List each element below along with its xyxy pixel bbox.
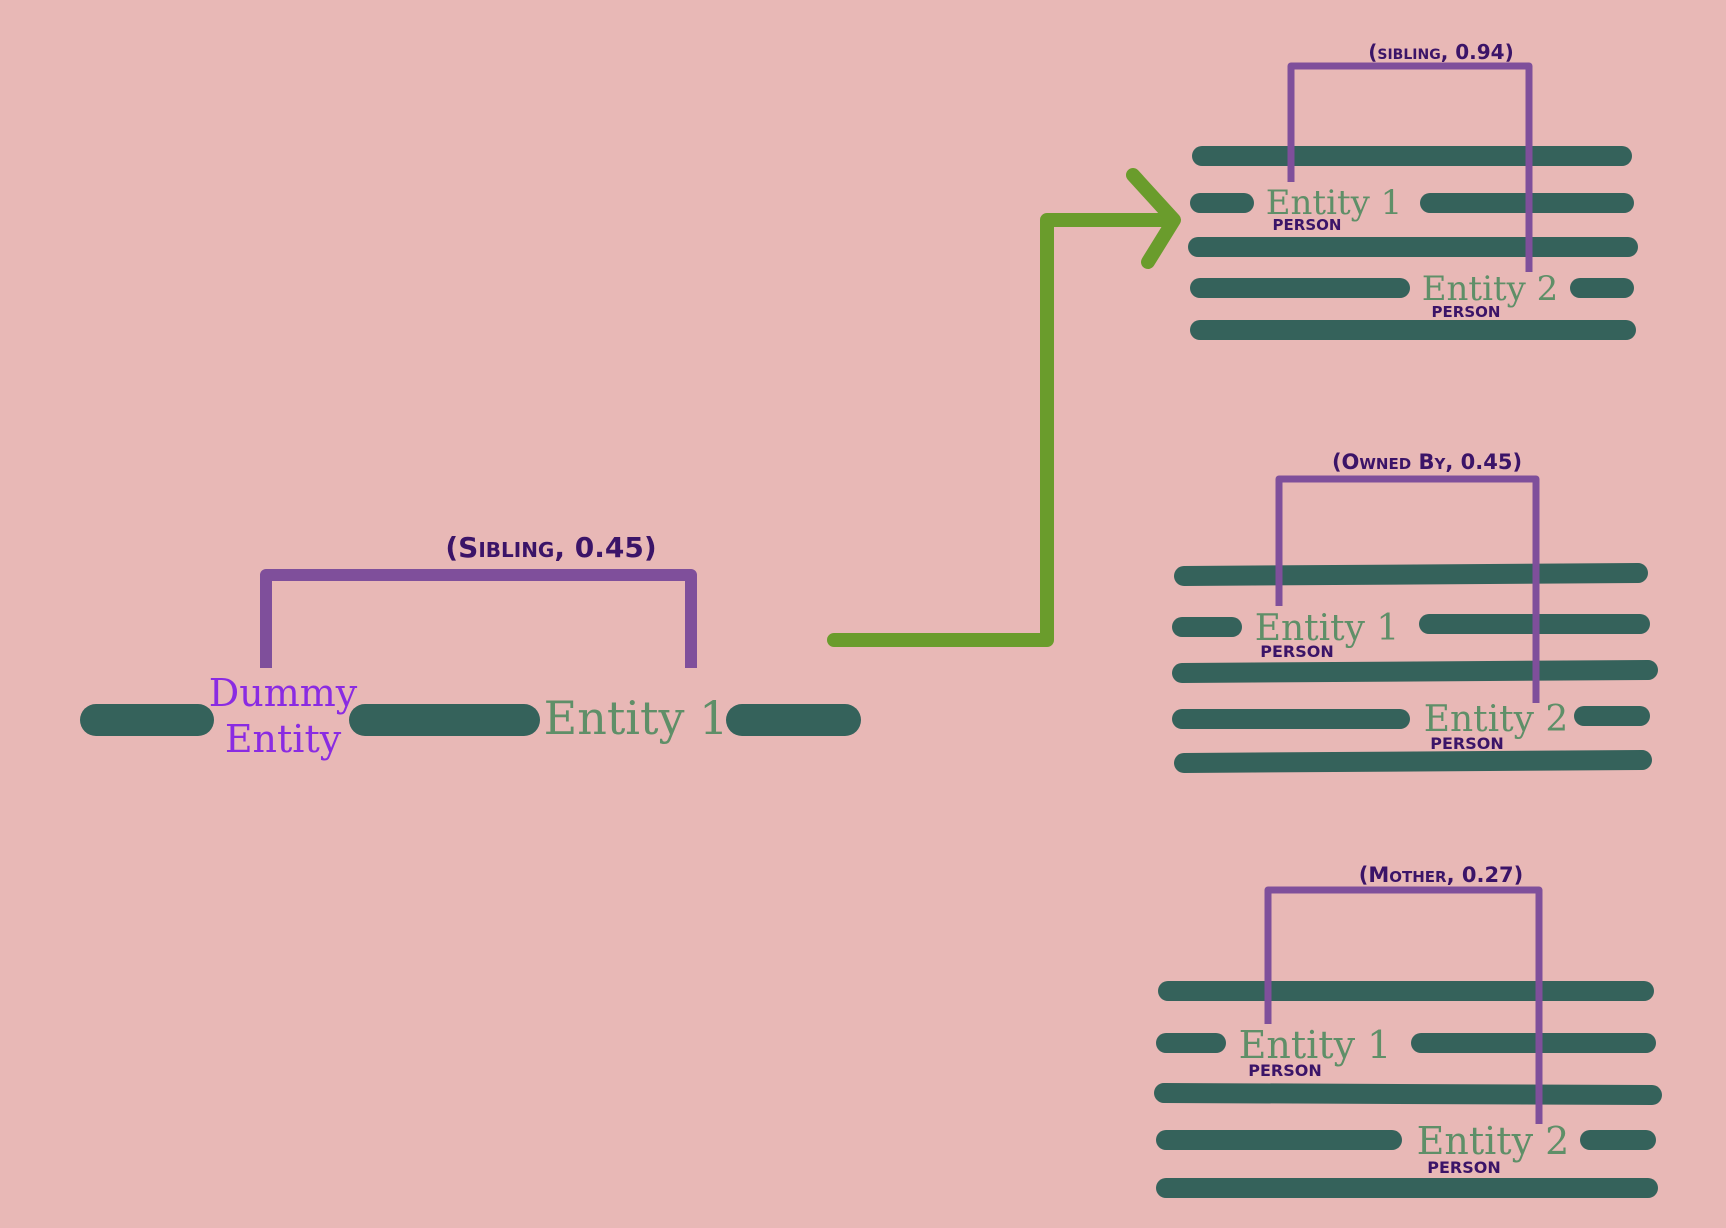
- left-entity-1: Entity 1: [544, 691, 729, 745]
- panel-2-relation-label: (Owned By, 0.45): [1332, 450, 1522, 474]
- left-sentence: (Sibling, 0.45) Dummy Entity Entity 1: [80, 531, 861, 761]
- panel-2-entity-2-type: PERSON: [1430, 734, 1504, 753]
- arrow-head: [1126, 168, 1181, 269]
- panel-1-relation-label: (sibling, 0.94): [1368, 40, 1514, 64]
- left-relation-bracket: [260, 569, 697, 668]
- panel-1-entity-2: Entity 2: [1422, 269, 1559, 309]
- panel-1-entity-1: Entity 1: [1266, 183, 1403, 223]
- panel-2-entity-1: Entity 1: [1255, 608, 1400, 649]
- panel-3-text-lines: [1154, 981, 1662, 1198]
- arrow-shaft: [827, 213, 1177, 647]
- panel-1-entity-1-type: PERSON: [1273, 216, 1342, 234]
- panel-1-relation-bracket: [1287, 62, 1533, 272]
- panel-owned-by: (Owned By, 0.45) Entity 1 PERSON Entity …: [1172, 450, 1658, 773]
- panel-3-relation-label: (Mother, 0.27): [1359, 863, 1524, 887]
- panel-2-entity-2: Entity 2: [1424, 699, 1569, 740]
- panel-3-entity-2: Entity 2: [1417, 1119, 1570, 1163]
- dummy-entity-line2: Entity: [225, 717, 342, 761]
- panel-2-entity-1-type: PERSON: [1260, 642, 1334, 661]
- panel-3-entity-1: Entity 1: [1239, 1023, 1392, 1067]
- dummy-entity-line1: Dummy: [209, 671, 358, 715]
- panel-1-entity-2-type: PERSON: [1432, 303, 1501, 321]
- panel-2-text-lines: [1172, 563, 1658, 773]
- panel-mother: (Mother, 0.27) Entity 1 PERSON Entity 2 …: [1154, 863, 1662, 1198]
- panel-3-entity-2-type: PERSON: [1427, 1158, 1501, 1177]
- panel-3-relation-bracket: [1264, 886, 1543, 1124]
- panel-sibling: (sibling, 0.94) Entity 1 PERSON Entity 2…: [1188, 40, 1638, 340]
- arrow: [827, 168, 1181, 647]
- panel-3-entity-1-type: PERSON: [1248, 1061, 1322, 1080]
- panel-1-text-lines: [1188, 146, 1638, 340]
- panel-2-relation-bracket: [1275, 475, 1540, 703]
- left-relation-label: (Sibling, 0.45): [445, 531, 656, 564]
